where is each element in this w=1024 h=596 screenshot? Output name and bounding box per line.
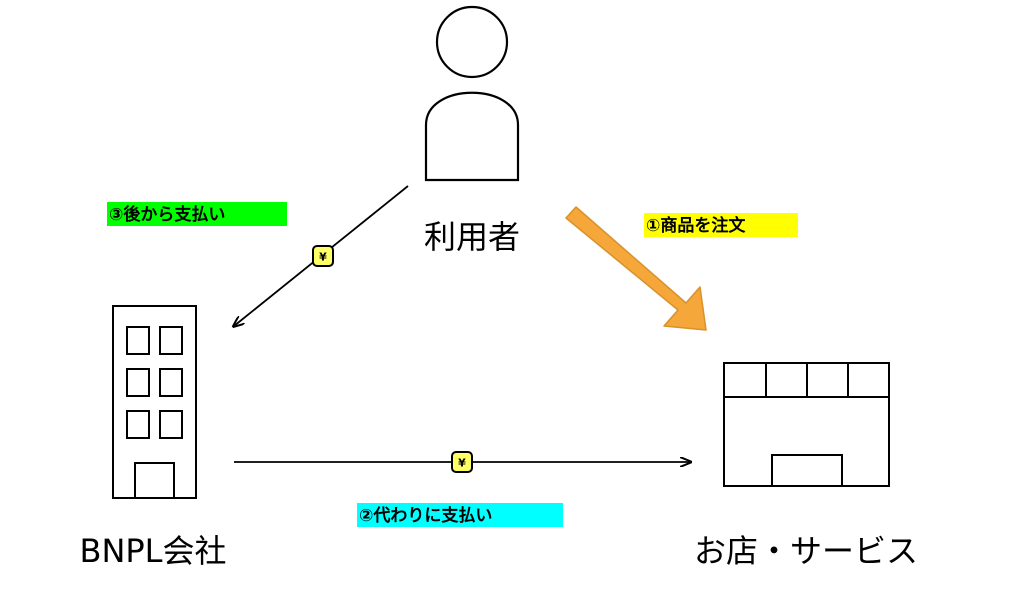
bnpl-label: BNPL会社 bbox=[79, 532, 226, 570]
step1-highlight bbox=[644, 213, 798, 237]
step3-highlight bbox=[107, 202, 287, 226]
yen-badge-payment: ¥ bbox=[451, 451, 473, 473]
bnpl-building-icon bbox=[112, 305, 197, 499]
svg-text:¥: ¥ bbox=[319, 251, 327, 264]
step1-label: ①商品を注文 bbox=[646, 215, 746, 236]
step2-highlight bbox=[357, 503, 563, 527]
shop-store-icon bbox=[723, 362, 890, 487]
step2-label: ②代わりに支払い bbox=[359, 505, 492, 526]
yen-badge-repay: ¥ bbox=[312, 245, 334, 267]
step3-label: ③後から支払い bbox=[109, 204, 225, 225]
shop-label: お店・サービス bbox=[694, 532, 918, 570]
user-label: 利用者 bbox=[424, 218, 520, 256]
svg-text:¥: ¥ bbox=[458, 457, 466, 470]
user-person-icon bbox=[424, 5, 520, 182]
order-arrow bbox=[565, 206, 707, 331]
